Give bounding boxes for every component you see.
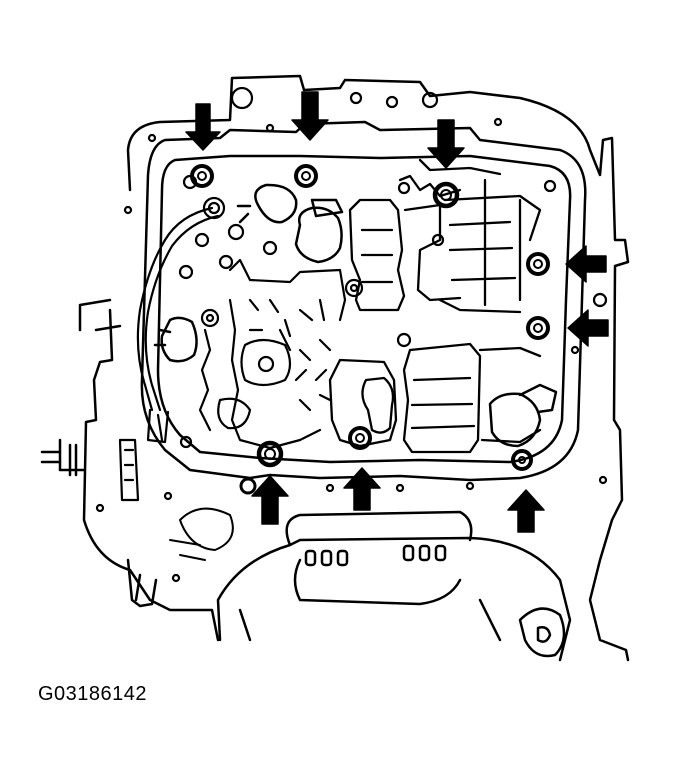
solenoids (153, 183, 558, 448)
valve-bores-right (328, 342, 542, 454)
transmission-case-outline (40, 74, 630, 662)
bolt-bottom-left (239, 477, 257, 495)
misc-bolts (95, 86, 608, 583)
arrow-right-1 (565, 245, 607, 283)
bolt-bottom-1 (256, 440, 284, 468)
valve-bores-center (198, 258, 347, 450)
arrow-top-3 (427, 119, 465, 169)
arrow-bottom-2 (343, 467, 381, 511)
valve-body-plate (140, 120, 587, 482)
arrow-top-1 (185, 103, 221, 151)
wire-harness (118, 196, 226, 502)
highlighted-bolts (190, 164, 550, 495)
bolt-right-1 (526, 252, 550, 276)
lower-structure (169, 507, 572, 662)
arrow-right-2 (567, 309, 609, 347)
bottom-port-row (304, 544, 447, 567)
bolt-top-1 (190, 164, 214, 188)
bolt-top-3 (432, 181, 460, 209)
bolt-bottom-3 (511, 449, 533, 471)
callout-arrows (185, 91, 609, 533)
arrow-bottom-1 (251, 475, 289, 525)
bolt-right-2 (526, 316, 550, 340)
arrow-top-2 (291, 91, 329, 141)
bolt-top-2 (294, 164, 318, 188)
arrow-bottom-3 (507, 489, 545, 533)
bolt-bottom-2 (348, 426, 372, 450)
figure-caption: G03186142 (38, 683, 148, 705)
